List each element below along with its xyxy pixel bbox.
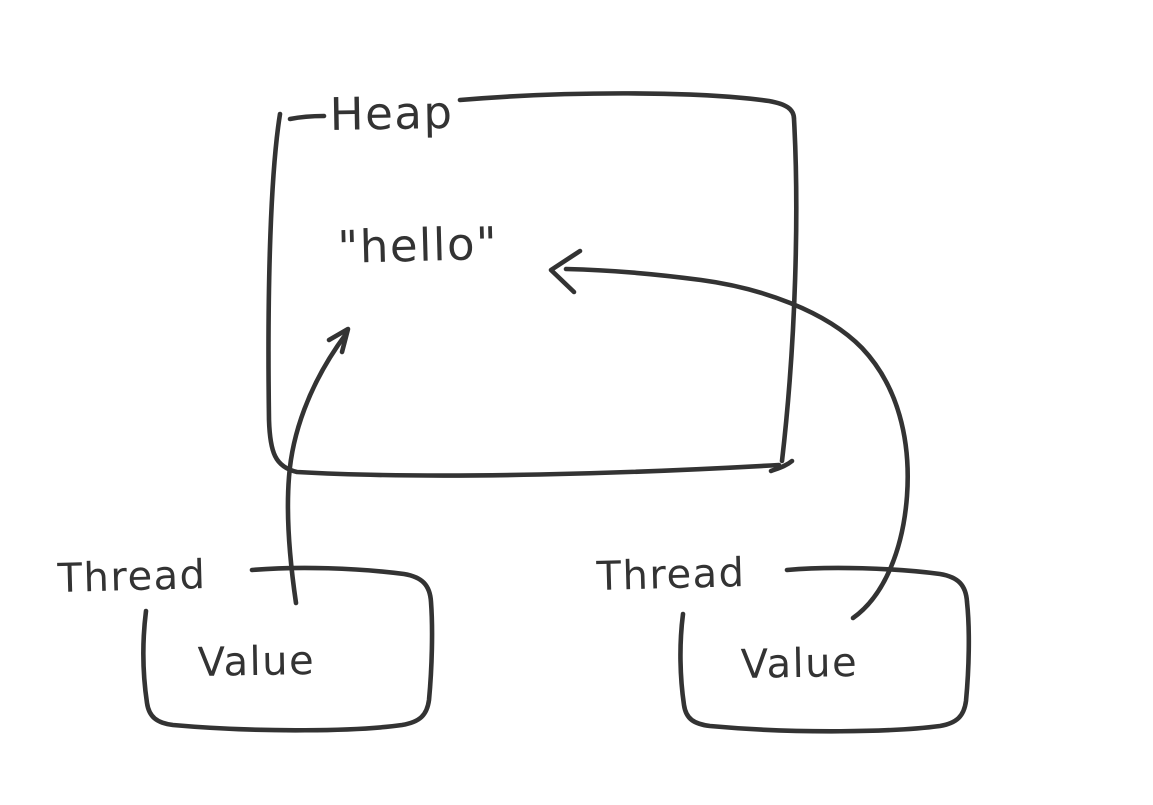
heap-box-left-bottom-edge (266, 111, 782, 478)
arrow-left-value-to-hello (285, 326, 351, 606)
arrow-left-head-icon (326, 326, 351, 355)
heap-box (266, 91, 799, 478)
value-label-left: Value (197, 638, 315, 686)
thread-label-left: Thread (56, 552, 207, 602)
heap-box-top-right-edge (457, 91, 799, 464)
heap-string-value: "hello" (337, 217, 499, 274)
heap-label: Heap (329, 86, 454, 141)
arrow-right-value-to-hello (548, 248, 910, 621)
arrow-right-head-icon (548, 248, 583, 295)
arrow-left-line (285, 331, 349, 606)
thread-box-left (141, 565, 435, 733)
thread-label-right: Thread (595, 550, 746, 600)
heap-box-corner-tick (768, 458, 795, 474)
value-label-right: Value (740, 640, 858, 688)
thread-box-right (678, 565, 972, 734)
arrow-right-line (563, 266, 910, 621)
heap-label-dash (287, 113, 327, 122)
